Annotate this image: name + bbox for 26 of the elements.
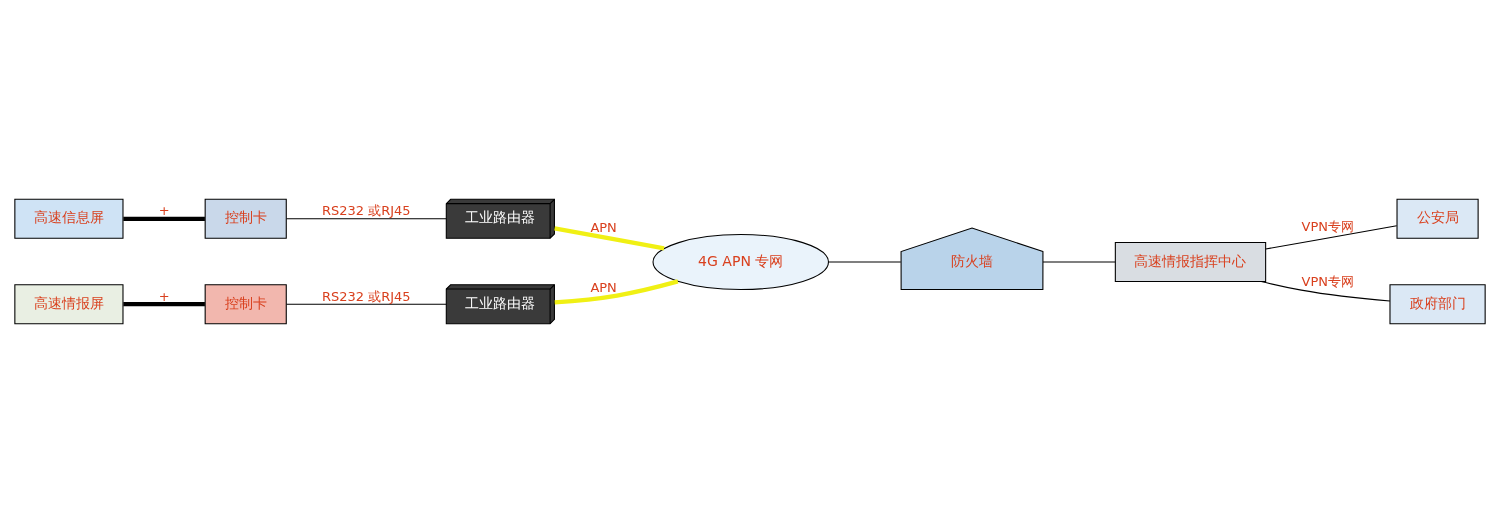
connector <box>123 216 205 221</box>
edge-label: VPN专网 <box>1301 218 1355 234</box>
node-box: 控制卡 <box>204 283 287 324</box>
node-box: 公安局 <box>1396 198 1479 239</box>
edge-label: APN <box>590 279 617 295</box>
connector <box>1265 224 1398 249</box>
edge-label: + <box>158 288 170 304</box>
connector <box>1042 261 1116 263</box>
connector <box>828 261 902 263</box>
edge-label: APN <box>590 219 617 235</box>
node-box: 控制卡 <box>204 198 287 239</box>
node-box: 政府部门 <box>1389 283 1486 324</box>
edge-label: + <box>158 202 170 218</box>
edge-label: RS232 或RJ45 <box>322 202 411 218</box>
connector <box>554 278 679 305</box>
edge-label: RS232 或RJ45 <box>322 288 411 304</box>
node-box: 高速情报屏 <box>14 283 124 324</box>
connector <box>1260 280 1391 302</box>
connector <box>285 303 447 305</box>
connector <box>123 301 205 306</box>
connector <box>554 225 665 250</box>
edge-label: VPN专网 <box>1301 273 1355 289</box>
node-ellipse: 4G APN 专网 <box>652 233 829 290</box>
node-box: 高速情报指挥中心 <box>1114 241 1267 282</box>
node-box: 高速信息屏 <box>14 198 124 239</box>
connector <box>285 217 447 219</box>
